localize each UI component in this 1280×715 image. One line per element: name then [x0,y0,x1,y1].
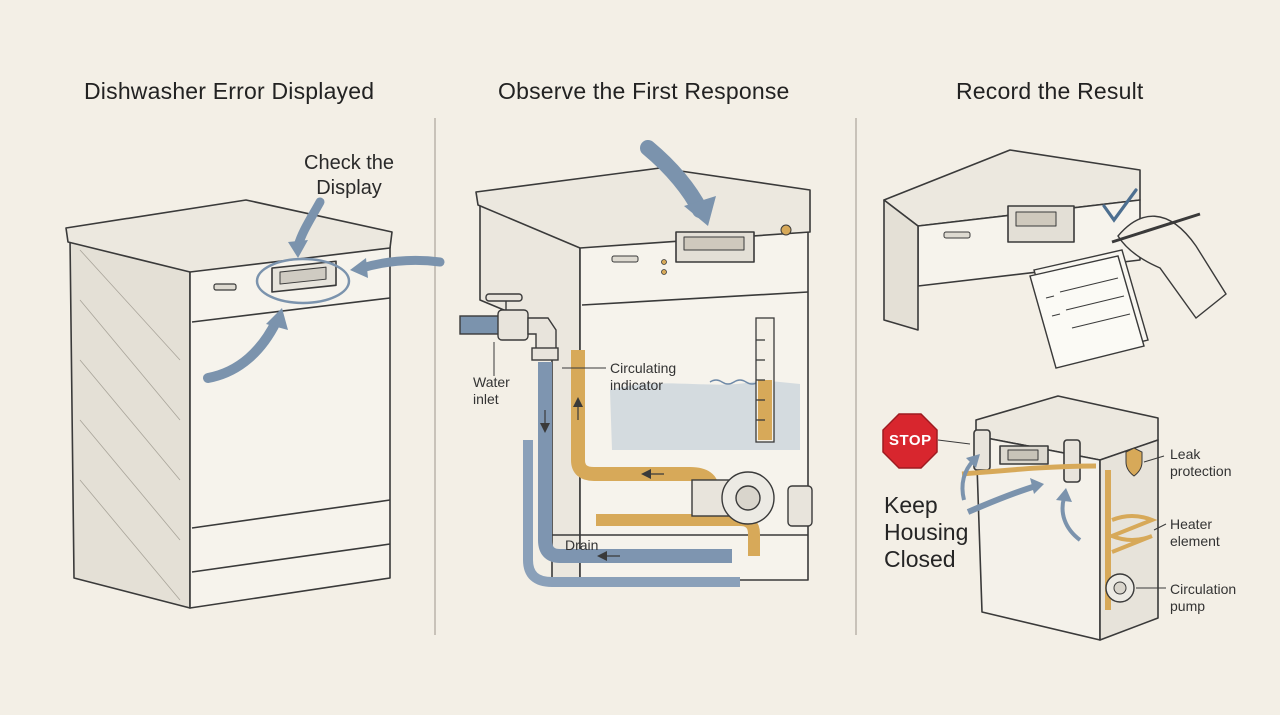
notepad-icon [1029,249,1149,369]
level-gauge [755,317,775,443]
arrow-icon [203,197,445,383]
circulating-indicator-label: Circulating indicator [610,360,677,393]
panel-title-1: Dishwasher Error Displayed [84,78,375,104]
faucet-icon [459,293,559,361]
water-inlet-label: Water inlet [473,374,510,407]
dishwasher-front-view [65,199,393,609]
panel-title-3: Record the Result [956,78,1144,104]
arrow-icon [960,454,1082,542]
heater-element-label: Heater element [1170,516,1220,549]
water-hose [538,362,732,563]
hand-pen-icon [1111,212,1227,320]
drain-label: Drain [565,537,599,553]
heater-coil [1106,514,1158,554]
checkmark-icon [1102,188,1138,223]
shield-icon [1125,447,1143,477]
water-level [610,380,800,450]
arrow-icon [640,140,716,226]
panel-title-2: Observe the First Response [498,78,790,104]
pump-icon [691,471,813,527]
check-display-callout: Check the Display [304,152,395,199]
display-highlight-ring [255,257,351,305]
stop-sign-text: STOP [889,432,932,449]
circulation-pump-label: Circulation pump [1170,581,1237,614]
leak-protection-label: Leak protection [1170,446,1232,479]
keep-housing-closed-callout: Keep Housing Closed [884,492,969,572]
stop-sign-icon [882,413,938,469]
